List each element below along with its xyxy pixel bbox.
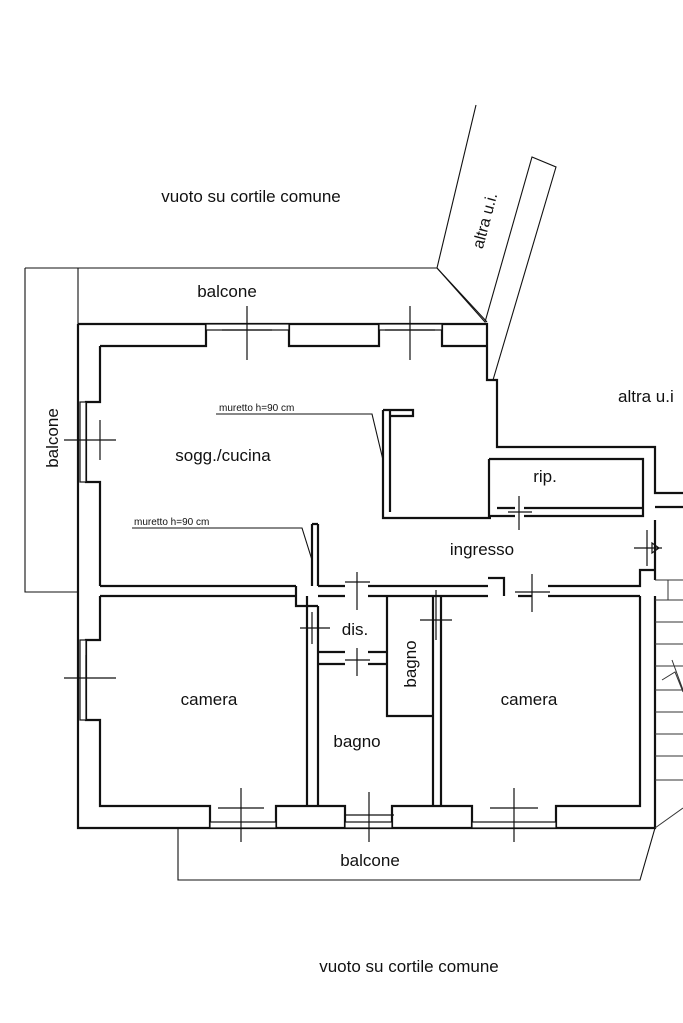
- balcony-outline-bottom: [177, 827, 656, 881]
- entrance-label: ingresso: [450, 540, 514, 559]
- low-wall-2-leader: [132, 527, 313, 561]
- other-unit-diagonal-label: altra u.i.: [470, 191, 501, 250]
- storage-label: rip.: [533, 467, 557, 486]
- living-kitchen-label: sogg./cucina: [175, 446, 271, 465]
- opening-marks: [64, 306, 662, 842]
- other-unit-right-label: altra u.i: [618, 387, 674, 406]
- neighbour-unit-diagonal: [436, 156, 557, 381]
- bedroom-left-label: camera: [181, 690, 238, 709]
- exterior-wall-outer: [76, 322, 683, 830]
- bathroom-label: bagno: [333, 732, 380, 751]
- window-left-1: [79, 401, 87, 483]
- balcony-top-label: balcone: [197, 282, 257, 301]
- low-wall-1: [381, 408, 491, 520]
- hallway-label: dis.: [342, 620, 368, 639]
- exterior-wall-inner: [84, 324, 642, 828]
- bathroom-small-label: bagno: [401, 640, 420, 687]
- window-left-2: [79, 639, 87, 721]
- low-wall-2: [310, 522, 320, 586]
- courtyard-bottom-label: vuoto su cortile comune: [319, 957, 499, 976]
- low-wall-2-label: muretto h=90 cm: [134, 517, 209, 528]
- balcony-bottom-label: balcone: [340, 851, 400, 870]
- courtyard-top-label: vuoto su cortile comune: [161, 187, 341, 206]
- stairs: [654, 579, 683, 829]
- balcony-outline-top-left: [24, 104, 488, 593]
- bedroom-right-label: camera: [501, 690, 558, 709]
- low-wall-1-label: muretto h=90 cm: [219, 403, 294, 414]
- interior-walls: [100, 457, 655, 806]
- balcony-left-label: balcone: [43, 408, 62, 468]
- window-bottom-1: [209, 821, 277, 829]
